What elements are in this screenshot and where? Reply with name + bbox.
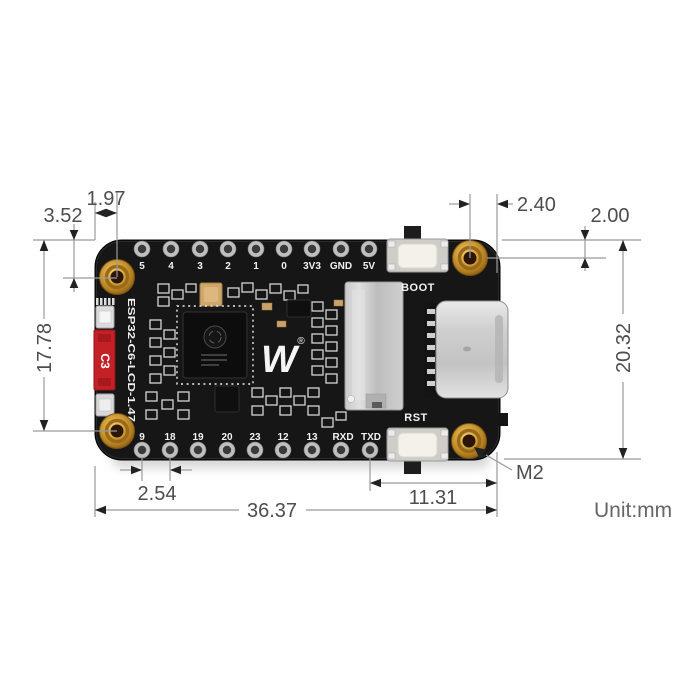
dim-hole-offset-y-right: 2.00 xyxy=(591,205,630,227)
usb-c-port xyxy=(424,300,509,399)
pin-label: 4 xyxy=(168,261,174,272)
board-model-silkscreen: ESP32-C6-LCD-1.47 xyxy=(125,298,136,423)
pin-label: 19 xyxy=(192,432,204,443)
pin-label: TXD xyxy=(361,432,381,443)
pin-label: 20 xyxy=(221,432,233,443)
waveshare-logo: W ® xyxy=(261,336,305,381)
pin-label: 3 xyxy=(197,261,203,272)
dim-board-width: 36.37 xyxy=(247,500,297,522)
dim-pin-pitch: 2.54 xyxy=(138,483,177,505)
pin-label: 9 xyxy=(139,432,145,443)
m2-leader-arrow xyxy=(474,447,486,459)
pin-label: 18 xyxy=(164,432,176,443)
dimension-arrows xyxy=(39,199,628,515)
pin-label: 13 xyxy=(306,432,318,443)
dim-hole-offset-y-left: 3.52 xyxy=(44,205,83,227)
boot-button xyxy=(386,226,449,273)
esp32-c6-chip xyxy=(176,305,254,385)
pin-label: 12 xyxy=(277,432,289,443)
pin-label: 23 xyxy=(249,432,261,443)
silkscreen-footprints xyxy=(145,282,347,428)
silkscreen-dashes xyxy=(96,298,115,305)
bottom-pin-labels: 9 18 19 20 23 12 13 RXD TXD xyxy=(139,432,381,443)
small-ic xyxy=(214,385,240,413)
pin-label: 0 xyxy=(281,261,287,272)
pin-holes xyxy=(133,240,379,459)
dim-usb-to-edge: 11.31 xyxy=(409,487,458,509)
registered-icon: ® xyxy=(297,336,305,347)
pin-label: GND xyxy=(330,261,352,272)
red-component: C3 xyxy=(93,329,116,391)
rgb-led xyxy=(95,305,115,329)
white-component xyxy=(95,393,115,417)
top-pin-labels: 5 4 3 2 1 0 3V3 GND 5V xyxy=(139,261,375,272)
chip-logo xyxy=(203,325,227,349)
smd-capacitors xyxy=(261,299,344,328)
m2-hole-label: M2 xyxy=(516,462,544,484)
boot-button-label: BOOT xyxy=(401,282,435,294)
dim-hole-offset-x-left: 1.97 xyxy=(87,188,126,210)
pin-label: 1 xyxy=(253,261,259,272)
pin-label: RXD xyxy=(332,432,353,443)
logo-mark: W xyxy=(261,339,300,381)
dimension-lines xyxy=(33,192,641,517)
metal-shield xyxy=(344,281,404,411)
edge-tab xyxy=(498,413,508,426)
dim-board-height: 20.32 xyxy=(613,323,635,373)
reset-button xyxy=(386,427,449,474)
pin-label: 5V xyxy=(363,261,376,272)
pin-label: 5 xyxy=(139,261,145,272)
dim-hole-offset-x-right: 2.40 xyxy=(517,194,556,216)
small-ic xyxy=(286,299,312,318)
dim-hole-span-left: 17.78 xyxy=(34,323,56,373)
reset-button-label: RST xyxy=(404,412,428,424)
crystal-oscillator xyxy=(199,282,223,307)
component-label: C3 xyxy=(98,353,112,369)
pin-label: 3V3 xyxy=(303,261,321,272)
pin-label: 2 xyxy=(225,261,231,272)
unit-label: Unit:mm xyxy=(594,499,672,522)
